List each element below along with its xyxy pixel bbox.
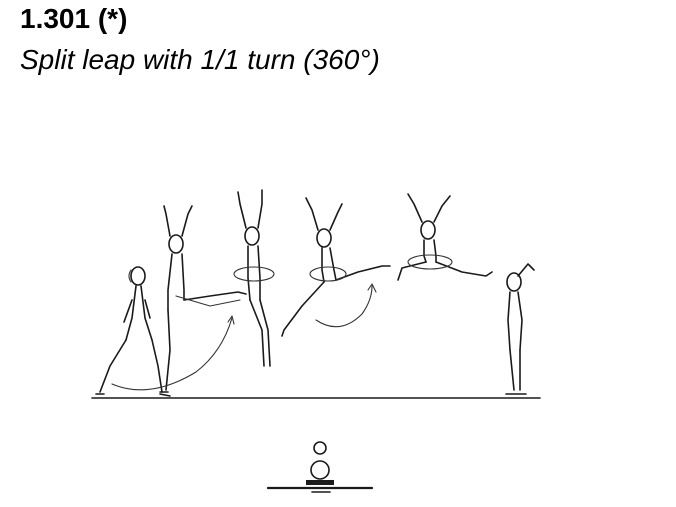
element-symbol <box>266 441 374 493</box>
element-code: 1.301 (*) <box>20 3 128 34</box>
turn-ring-2 <box>309 266 347 282</box>
swing-arc-arrow <box>111 317 233 391</box>
gymnast-figure-4 <box>281 197 391 337</box>
turn-ring-3 <box>407 254 453 270</box>
element-name: Split leap with 1/1 turn (360°) <box>20 44 380 75</box>
gymnast-figure-3 <box>233 189 275 367</box>
gymnast-figure-2 <box>159 205 247 393</box>
gymnast-figure-1 <box>95 266 171 397</box>
gymnast-figure-6 <box>505 263 535 395</box>
turn-arc-arrow <box>315 285 373 328</box>
gymnast-figure-5 <box>397 193 493 281</box>
turn-ring-1 <box>233 266 275 282</box>
